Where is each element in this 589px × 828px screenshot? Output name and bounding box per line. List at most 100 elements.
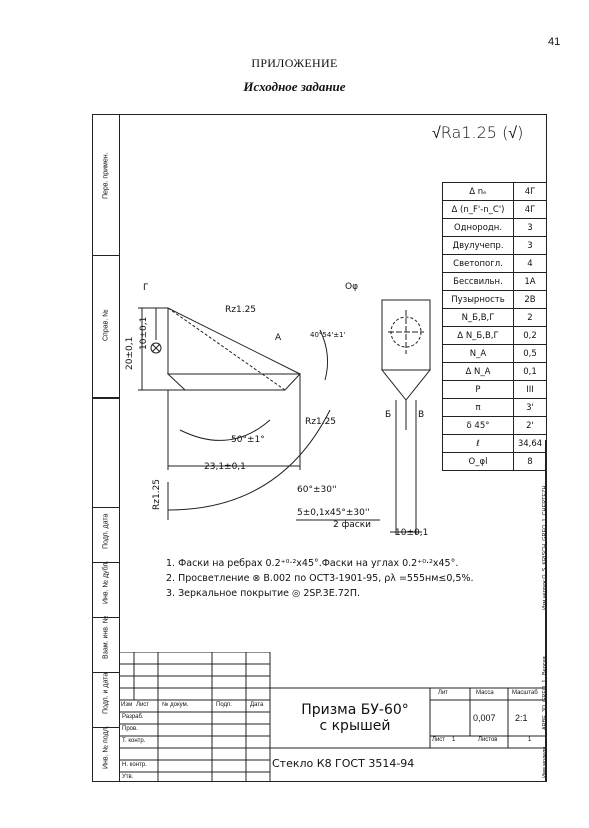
- side-cell: Инв. № подл.: [92, 725, 120, 782]
- spec-value: 0,5: [513, 344, 547, 363]
- spec-key: Светопогл.: [442, 254, 514, 273]
- note-item: 1. Фаски на ребрах 0.2⁺⁰·²x45°.Фаски на …: [166, 558, 459, 569]
- label-b: Б: [385, 410, 392, 420]
- part-title-line: Призма БУ-60°: [301, 702, 409, 718]
- spec-row: Двулучепр.3: [442, 236, 547, 255]
- scale-label: Масштаб: [512, 690, 538, 696]
- roughness-side: Rz1.25: [152, 478, 162, 510]
- side-cell: [92, 398, 120, 508]
- side-label: Инв. № дубл.: [102, 560, 110, 604]
- side-label: Взам. инв. №: [102, 615, 110, 659]
- spec-value: 3: [513, 236, 547, 255]
- spec-value: 4Г: [513, 182, 547, 201]
- spec-value: 34,64: [513, 434, 547, 453]
- note-item: 2. Просветление ⊗ В.002 по ОСТ3-1901-95,…: [166, 573, 474, 584]
- spec-value: 3: [513, 218, 547, 237]
- spec-value: 2В: [513, 290, 547, 309]
- page-number: 41: [548, 36, 561, 48]
- angle-40: 40°54'±1': [310, 331, 346, 339]
- side-cell: Перв. примен.: [92, 114, 120, 256]
- scale-value: 2:1: [515, 713, 528, 723]
- right-strip-label: Изм чертеж.О_S_KRISCH_GREO_1_CHERTEZH: [542, 485, 548, 610]
- label-a: A: [275, 333, 282, 343]
- left-side-strip: Перв. примен. Справ. № Подп. дата Инв. №…: [92, 114, 120, 782]
- tb-header: № докум.: [162, 702, 189, 708]
- spec-key: Однородн.: [442, 218, 514, 237]
- spec-value: III: [513, 380, 547, 399]
- tb-header: Дата: [250, 702, 264, 708]
- spec-key: Δ N_Б,В,Г: [442, 326, 514, 345]
- spec-value: 0,2: [513, 326, 547, 345]
- title-block-grid: [120, 652, 545, 782]
- spec-key: N_A: [442, 344, 514, 363]
- chamfer-count: 2 фаски: [333, 520, 372, 530]
- side-cell: Подп. дата: [92, 508, 120, 563]
- spec-value: 0,1: [513, 362, 547, 381]
- drawing-sheet: [92, 114, 547, 782]
- side-cell: Взам. инв. №: [92, 615, 120, 673]
- spec-value: 1А: [513, 272, 547, 291]
- spec-row: Бессвильн.1А: [442, 272, 547, 291]
- tb-header: Подп.: [216, 702, 232, 708]
- spec-value: 8: [513, 452, 547, 471]
- part-title: Призма БУ-60° с крышей: [300, 702, 410, 734]
- spec-key: O_φl: [442, 452, 514, 471]
- dim-10: 10±0,1: [139, 316, 149, 350]
- side-label: Подп. дата: [102, 513, 110, 549]
- surface-roughness-mark: √Ra1.25 (√): [432, 123, 524, 142]
- spec-row: Δ (n_F'-n_C')4Г: [442, 200, 547, 219]
- label-v: В: [418, 410, 425, 420]
- spec-row: Однородн.3: [442, 218, 547, 237]
- tb-row-label: Пров.: [122, 726, 138, 732]
- tb-row-label: Утв.: [122, 774, 134, 780]
- lit-label: Лит: [438, 690, 449, 696]
- roughness-top: Rz1.25: [225, 305, 257, 315]
- tb-row-label: Т. контр.: [122, 738, 146, 744]
- spec-value: 2: [513, 308, 547, 327]
- spec-value: 4: [513, 254, 547, 273]
- spec-value: 2': [513, 416, 547, 435]
- right-side-strip: Изм чертеж.О_S_KRISCH_GREO_1_CHERTEZH Ве…: [542, 440, 556, 782]
- spec-key: Бессвильн.: [442, 272, 514, 291]
- spec-key: Δ nₑ: [442, 182, 514, 201]
- spec-key: δ 45°: [442, 416, 514, 435]
- label-g: Г: [143, 283, 149, 293]
- spec-key: Δ (n_F'-n_C'): [442, 200, 514, 219]
- chamfer-dim: 5±0,1x45°±30'': [297, 508, 370, 518]
- spec-key: Двулучепр.: [442, 236, 514, 255]
- side-cell: Инв. № дубл.: [92, 560, 120, 618]
- dim-23: 23,1±0,1: [204, 462, 246, 472]
- material: Стекло К8 ГОСТ 3514-94: [272, 757, 415, 770]
- tb-header: Изм: [121, 702, 133, 708]
- sheets-label: Листов: [478, 737, 498, 743]
- spec-key: Δ N_A: [442, 362, 514, 381]
- spec-key: π: [442, 398, 514, 417]
- spec-row: δ 45°2': [442, 416, 547, 435]
- dim-20: 20±0,1: [125, 336, 135, 370]
- spec-key: P: [442, 380, 514, 399]
- side-label: Перв. примен.: [102, 151, 110, 199]
- sheet-value: 1: [452, 737, 456, 743]
- part-title-line: с крышей: [319, 718, 391, 734]
- mass-value: 0,007: [473, 713, 496, 723]
- sheet-label: Лист: [432, 737, 446, 743]
- angle-50: 50°±1°: [231, 435, 265, 445]
- label-o: Оφ: [345, 282, 359, 292]
- tb-row-label: Н. контр.: [122, 762, 147, 768]
- side-label: Инв. № подл.: [102, 725, 110, 769]
- appendix-heading: ПРИЛОЖЕНИЕ: [251, 56, 338, 70]
- tb-header: Лист: [136, 702, 150, 708]
- spec-key: ℓ: [442, 434, 514, 453]
- prism-base: [166, 373, 302, 391]
